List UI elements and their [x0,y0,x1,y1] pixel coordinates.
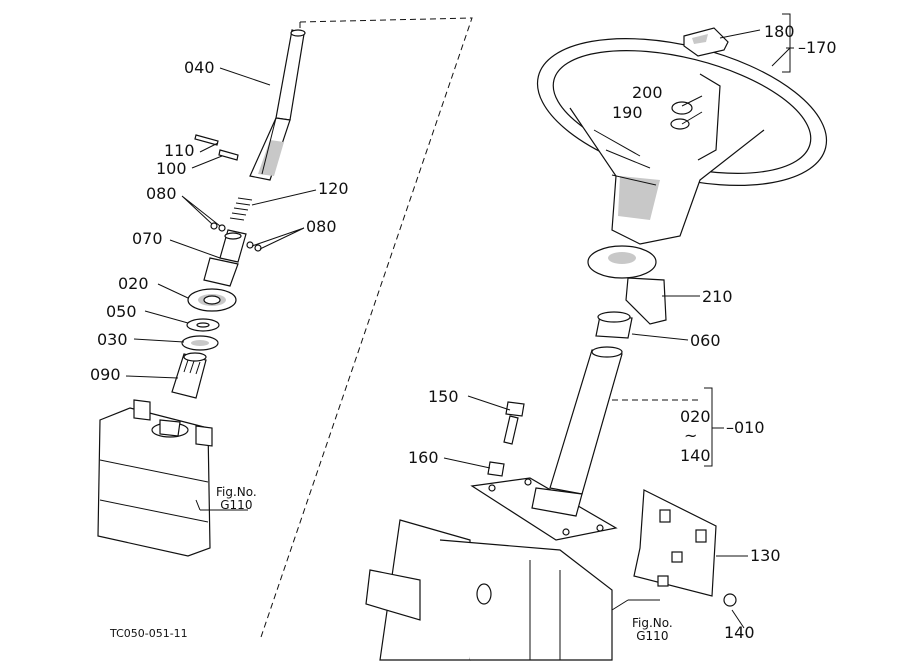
part-label-180: 180 [764,22,795,41]
cover-bracket [587,245,667,325]
washers [181,318,220,351]
part-label-090: 090 [90,365,121,384]
fig-ref-label: Fig.No. [216,485,257,499]
fig-ref-number: G110 [220,498,253,512]
part-label-190: 190 [612,103,643,122]
coupling [171,352,207,399]
part-label-110: 110 [164,141,195,160]
bracket-plate [633,489,737,607]
center-cap [683,27,729,57]
range-tilde: ~ [684,426,698,445]
boundary-dashed-line [259,17,473,641]
bolt [487,401,525,477]
part-label-200: 200 [632,83,663,102]
part-label-080-right: 080 [306,217,337,236]
part-label-100: 100 [156,159,187,178]
part-label-020: 020 [118,274,149,293]
bushing [595,311,633,339]
part-label-150: 150 [428,387,459,406]
column-tube [470,346,623,541]
bearing [187,288,237,312]
part-label-080-left: 080 [146,184,177,203]
wheel-nut [670,101,693,130]
fig-ref-number: G110 [636,629,669,643]
sleeve [203,229,247,287]
part-label-060: 060 [690,331,721,350]
part-label-070: 070 [132,229,163,248]
fig-ref-right[interactable]: Fig.No. G110 [632,617,673,643]
diagram-code: TC050-051-11 [110,627,188,640]
balls [210,222,262,252]
part-label-120: 120 [318,179,349,198]
steering-unit [97,399,213,557]
part-label-050: 050 [106,302,137,321]
upper-shaft [249,29,306,181]
part-label-030: 030 [97,330,128,349]
part-label-140: 140 [724,623,755,642]
fig-ref-label: Fig.No. [632,616,673,630]
part-label-040: 040 [184,58,215,77]
spring [229,197,253,221]
part-label-160: 160 [408,448,439,467]
part-label-130: 130 [750,546,781,565]
pins [194,134,239,161]
part-label-020-range: 020 [680,407,711,426]
part-label-140-range: 140 [680,446,711,465]
part-label-010: –010 [726,418,765,437]
fig-ref-left[interactable]: Fig.No. G110 [216,486,257,512]
part-label-170: –170 [798,38,837,57]
part-label-210: 210 [702,287,733,306]
frame-body [365,519,613,661]
